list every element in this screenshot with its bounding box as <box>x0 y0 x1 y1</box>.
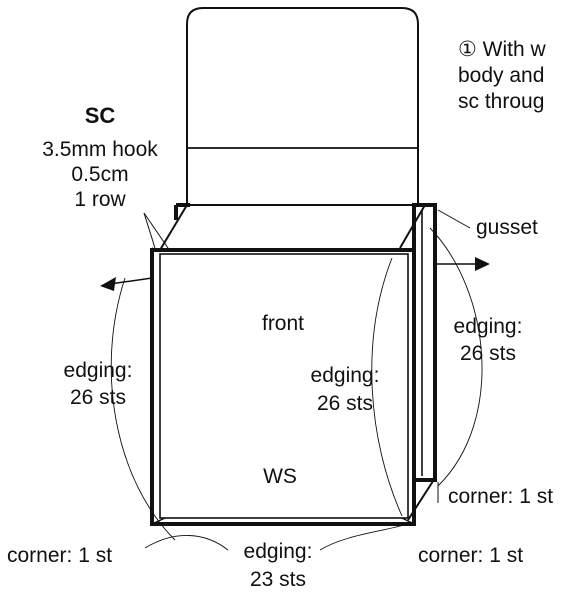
guide-arc-bottom-left <box>144 535 229 551</box>
edging-left-line-2: 26 sts <box>70 386 126 409</box>
guide-arc-right <box>429 227 483 487</box>
stitch-width: 0.5cm <box>71 163 128 186</box>
edging-left-line-1: edging: <box>64 359 133 382</box>
guide-arc-front-top <box>149 247 154 251</box>
sc-pointer-1 <box>143 212 156 249</box>
sc-pointer-2 <box>143 212 169 249</box>
guide-arc-bottom-right <box>319 523 409 551</box>
rim-left-edge <box>159 204 188 251</box>
stitch-rows: 1 row <box>74 188 126 211</box>
arrow-left-shaft <box>109 277 153 285</box>
corner-center-label: corner: 1 st <box>418 544 523 567</box>
corner-right-slant <box>401 517 415 525</box>
edging-center-line-1: edging: <box>311 364 380 387</box>
ws-label: WS <box>263 465 297 488</box>
edging-bottom-line-2: 23 sts <box>250 568 306 591</box>
front-panel-inner <box>159 253 409 519</box>
stitch-title: SC <box>85 103 116 128</box>
front-label: front <box>262 312 304 335</box>
edging-bottom-line-1: edging: <box>244 540 313 563</box>
note-line-3: sc throug <box>458 90 544 113</box>
arrow-left-head <box>100 277 116 291</box>
corner-right-label: corner: 1 st <box>448 485 553 508</box>
arrow-right-head <box>475 257 490 271</box>
note-line-2: body and <box>458 64 544 87</box>
stitch-hook: 3.5mm hook <box>42 138 158 161</box>
edging-center-line-2: 26 sts <box>317 392 373 415</box>
flap-outline <box>186 7 419 205</box>
edging-right-line-1: edging: <box>454 315 523 338</box>
guide-arc-left <box>110 277 176 541</box>
gusset-pointer <box>437 209 471 229</box>
guide-arc-center <box>371 257 403 517</box>
note-line-1: ① With w <box>458 38 546 61</box>
gusset-label: gusset <box>476 216 538 239</box>
gusset-bottom-diagonal <box>407 477 436 521</box>
corner-left-label: corner: 1 st <box>7 544 112 567</box>
edging-right-line-2: 26 sts <box>460 342 516 365</box>
gusset-panel <box>412 203 437 482</box>
